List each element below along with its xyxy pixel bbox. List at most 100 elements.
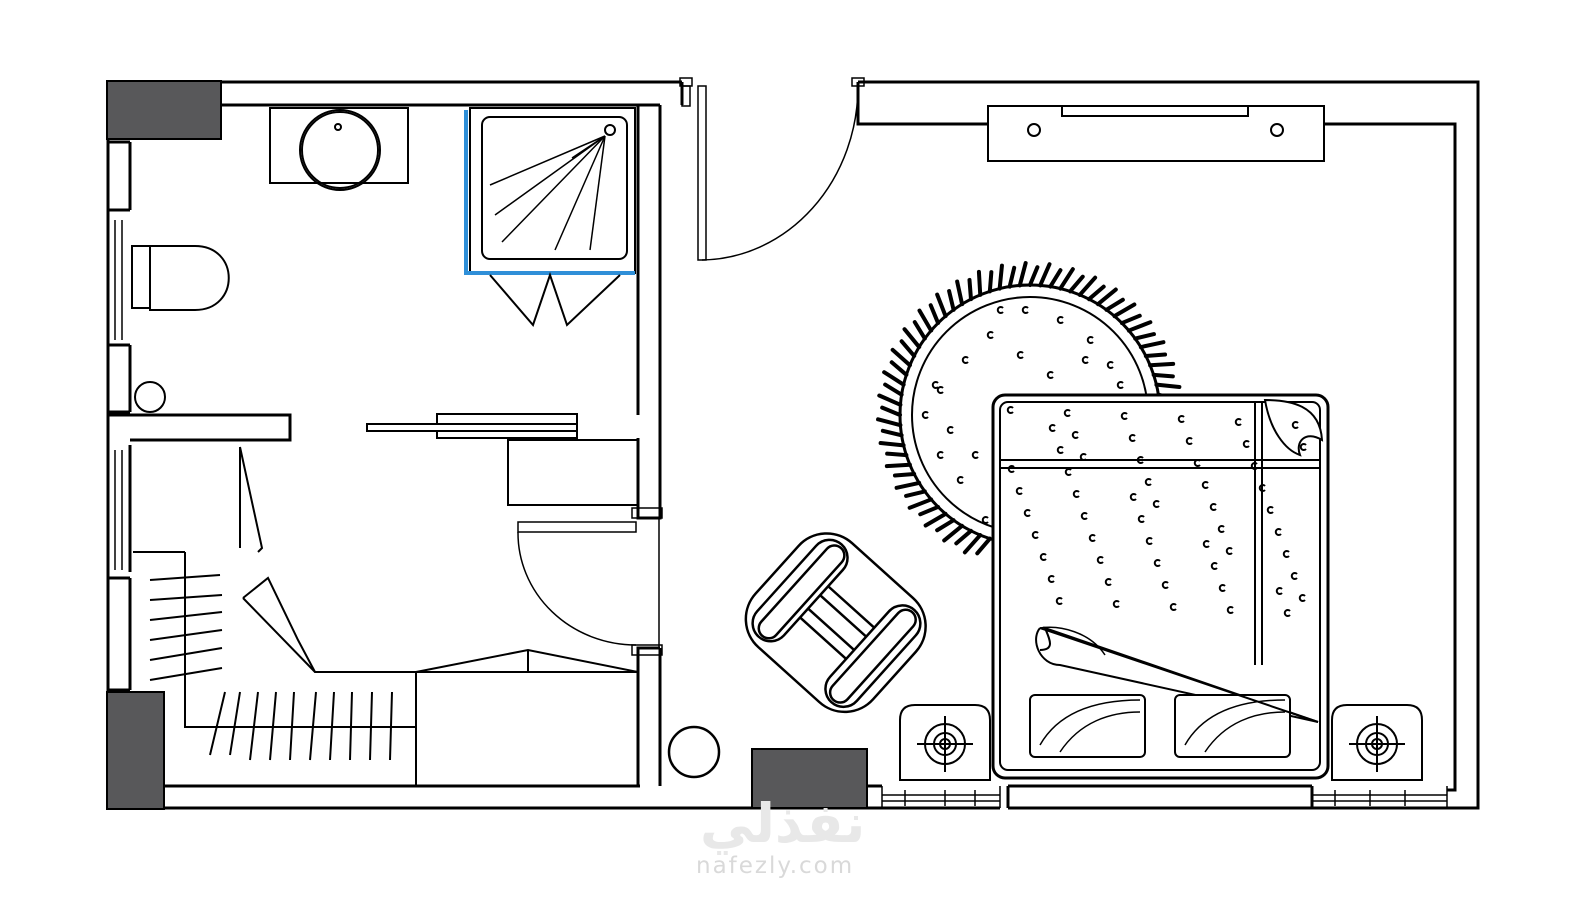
bedspread-texture-dot	[1071, 431, 1079, 439]
rug-fringe-strand	[878, 441, 906, 448]
rug-fringe-strand	[1133, 332, 1156, 341]
bedspread-texture-dot	[1007, 465, 1015, 473]
bedspread-texture-dot	[1226, 606, 1234, 614]
bathroom-bin	[134, 381, 166, 413]
bedspread-texture-dot	[1169, 603, 1177, 611]
bedspread-texture-dot	[1048, 424, 1056, 432]
bedspread-texture-dot	[1275, 587, 1283, 595]
bedspread-texture-dot	[1031, 531, 1039, 539]
bedspread-texture-dot	[1006, 406, 1014, 414]
bedspread-texture-dot	[1096, 556, 1104, 564]
rug-fringe-strand	[976, 269, 983, 297]
bedspread-texture-dot	[1023, 509, 1031, 517]
bedspread-texture-dot	[1298, 594, 1306, 602]
rug-texture-dot	[971, 451, 979, 459]
rug-fringe-strand	[883, 382, 904, 397]
rug-texture-dot	[1046, 371, 1054, 379]
double-bed	[991, 393, 1330, 780]
rug-texture-dot	[986, 331, 994, 339]
bedspread-texture-dot	[1177, 415, 1185, 423]
bedspread-texture-dot	[1047, 575, 1055, 583]
bedspread-texture-dot	[1056, 446, 1064, 454]
bedspread-texture-dot	[1088, 534, 1096, 542]
rug-fringe-strand	[997, 263, 1004, 291]
bedspread-texture-dot	[1210, 562, 1218, 570]
bedspread-texture-dot	[1283, 609, 1291, 617]
rug-fringe-strand	[1028, 265, 1040, 287]
bedspread-texture-dot	[1104, 578, 1112, 586]
rug-fringe-strand	[1058, 267, 1075, 291]
bedspread-texture-dot	[1201, 481, 1209, 489]
rug-fringe-strand	[892, 472, 917, 478]
bedspread-texture-dot	[1152, 500, 1160, 508]
bedspread-texture-dot	[1299, 443, 1307, 451]
rug-fringe-strand	[1104, 297, 1125, 312]
bedspread-texture-dot	[1209, 503, 1217, 511]
rug-fringe-strand	[1007, 265, 1017, 289]
rug-fringe-strand	[918, 504, 941, 517]
rug-fringe-strand	[1087, 284, 1106, 302]
bedspread-texture-dot	[1161, 581, 1169, 589]
bedspread-texture-dot	[1234, 418, 1242, 426]
rug-fringe-strand	[955, 279, 965, 307]
rug-fringe-strand	[935, 292, 948, 319]
rug-fringe-strand	[880, 405, 902, 417]
toilet	[131, 245, 230, 311]
rug-fringe-strand	[1138, 340, 1166, 350]
entrance-door	[679, 77, 865, 261]
rug-fringe-strand	[880, 428, 904, 438]
bedspread-texture-dot	[1039, 553, 1047, 561]
rug-fringe-strand	[889, 360, 909, 377]
bedspread-texture-dot	[1218, 584, 1226, 592]
bedspread-texture-dot	[1217, 525, 1225, 533]
rug-texture-dot	[961, 356, 969, 364]
rug-fringe-strand	[935, 518, 956, 533]
rug-texture-dot	[936, 451, 944, 459]
bedspread-texture-dot	[1080, 512, 1088, 520]
rug-fringe-strand	[1095, 287, 1118, 307]
rug-fringe-strand	[912, 320, 927, 341]
bedspread-texture-dot	[1015, 487, 1023, 495]
bedspread-texture-dot	[1225, 547, 1233, 555]
rug-texture-dot	[1086, 336, 1094, 344]
bedspread-texture-dot	[1153, 559, 1161, 567]
bedspread-texture-dot	[1129, 493, 1137, 501]
rug-texture-dot	[1116, 381, 1124, 389]
rug-texture-dot	[1106, 361, 1114, 369]
bedspread-texture-dot	[1063, 409, 1071, 417]
tv-unit	[987, 105, 1325, 162]
bedspread-texture-dot	[1064, 468, 1072, 476]
wash-basin	[269, 107, 409, 191]
rug-fringe-strand	[962, 533, 983, 555]
wardrobe	[133, 446, 639, 786]
bedspread-texture-dot	[1112, 600, 1120, 608]
bedroom-bin	[667, 725, 721, 779]
bedspread-texture-dot	[1120, 412, 1128, 420]
rug-fringe-strand	[917, 308, 934, 333]
bedspread-texture-dot	[1291, 421, 1299, 429]
rug-fringe-strand	[884, 462, 912, 469]
rug-fringe-strand	[923, 511, 948, 528]
rug-texture-dot	[1081, 356, 1089, 364]
rug-fringe-strand	[907, 497, 934, 510]
rug-fringe-strand	[1017, 261, 1028, 288]
armchair	[744, 532, 927, 714]
rug-fringe-strand	[1048, 268, 1063, 289]
rug-fringe-strand	[1126, 320, 1153, 333]
rug-fringe-strand	[1068, 274, 1085, 294]
rug-texture-dot	[1021, 306, 1029, 314]
rug-fringe-strand	[902, 327, 922, 350]
bedspread-texture-dot	[1282, 550, 1290, 558]
rug-fringe-strand	[928, 303, 941, 326]
bedspread-texture-dot	[1193, 459, 1201, 467]
rug-fringe-strand	[1112, 302, 1137, 319]
rug-texture-dot	[1016, 351, 1024, 359]
rug-fringe-strand	[942, 523, 965, 543]
bedspread-texture-dot	[1266, 506, 1274, 514]
watermark-url: nafezly.com	[696, 853, 855, 879]
sliding-door	[366, 413, 639, 506]
rug-fringe-strand	[1151, 372, 1175, 379]
rug-fringe-strand	[1154, 382, 1182, 389]
bedspread-texture-dot	[1202, 540, 1210, 548]
rug-fringe-strand	[876, 417, 903, 428]
